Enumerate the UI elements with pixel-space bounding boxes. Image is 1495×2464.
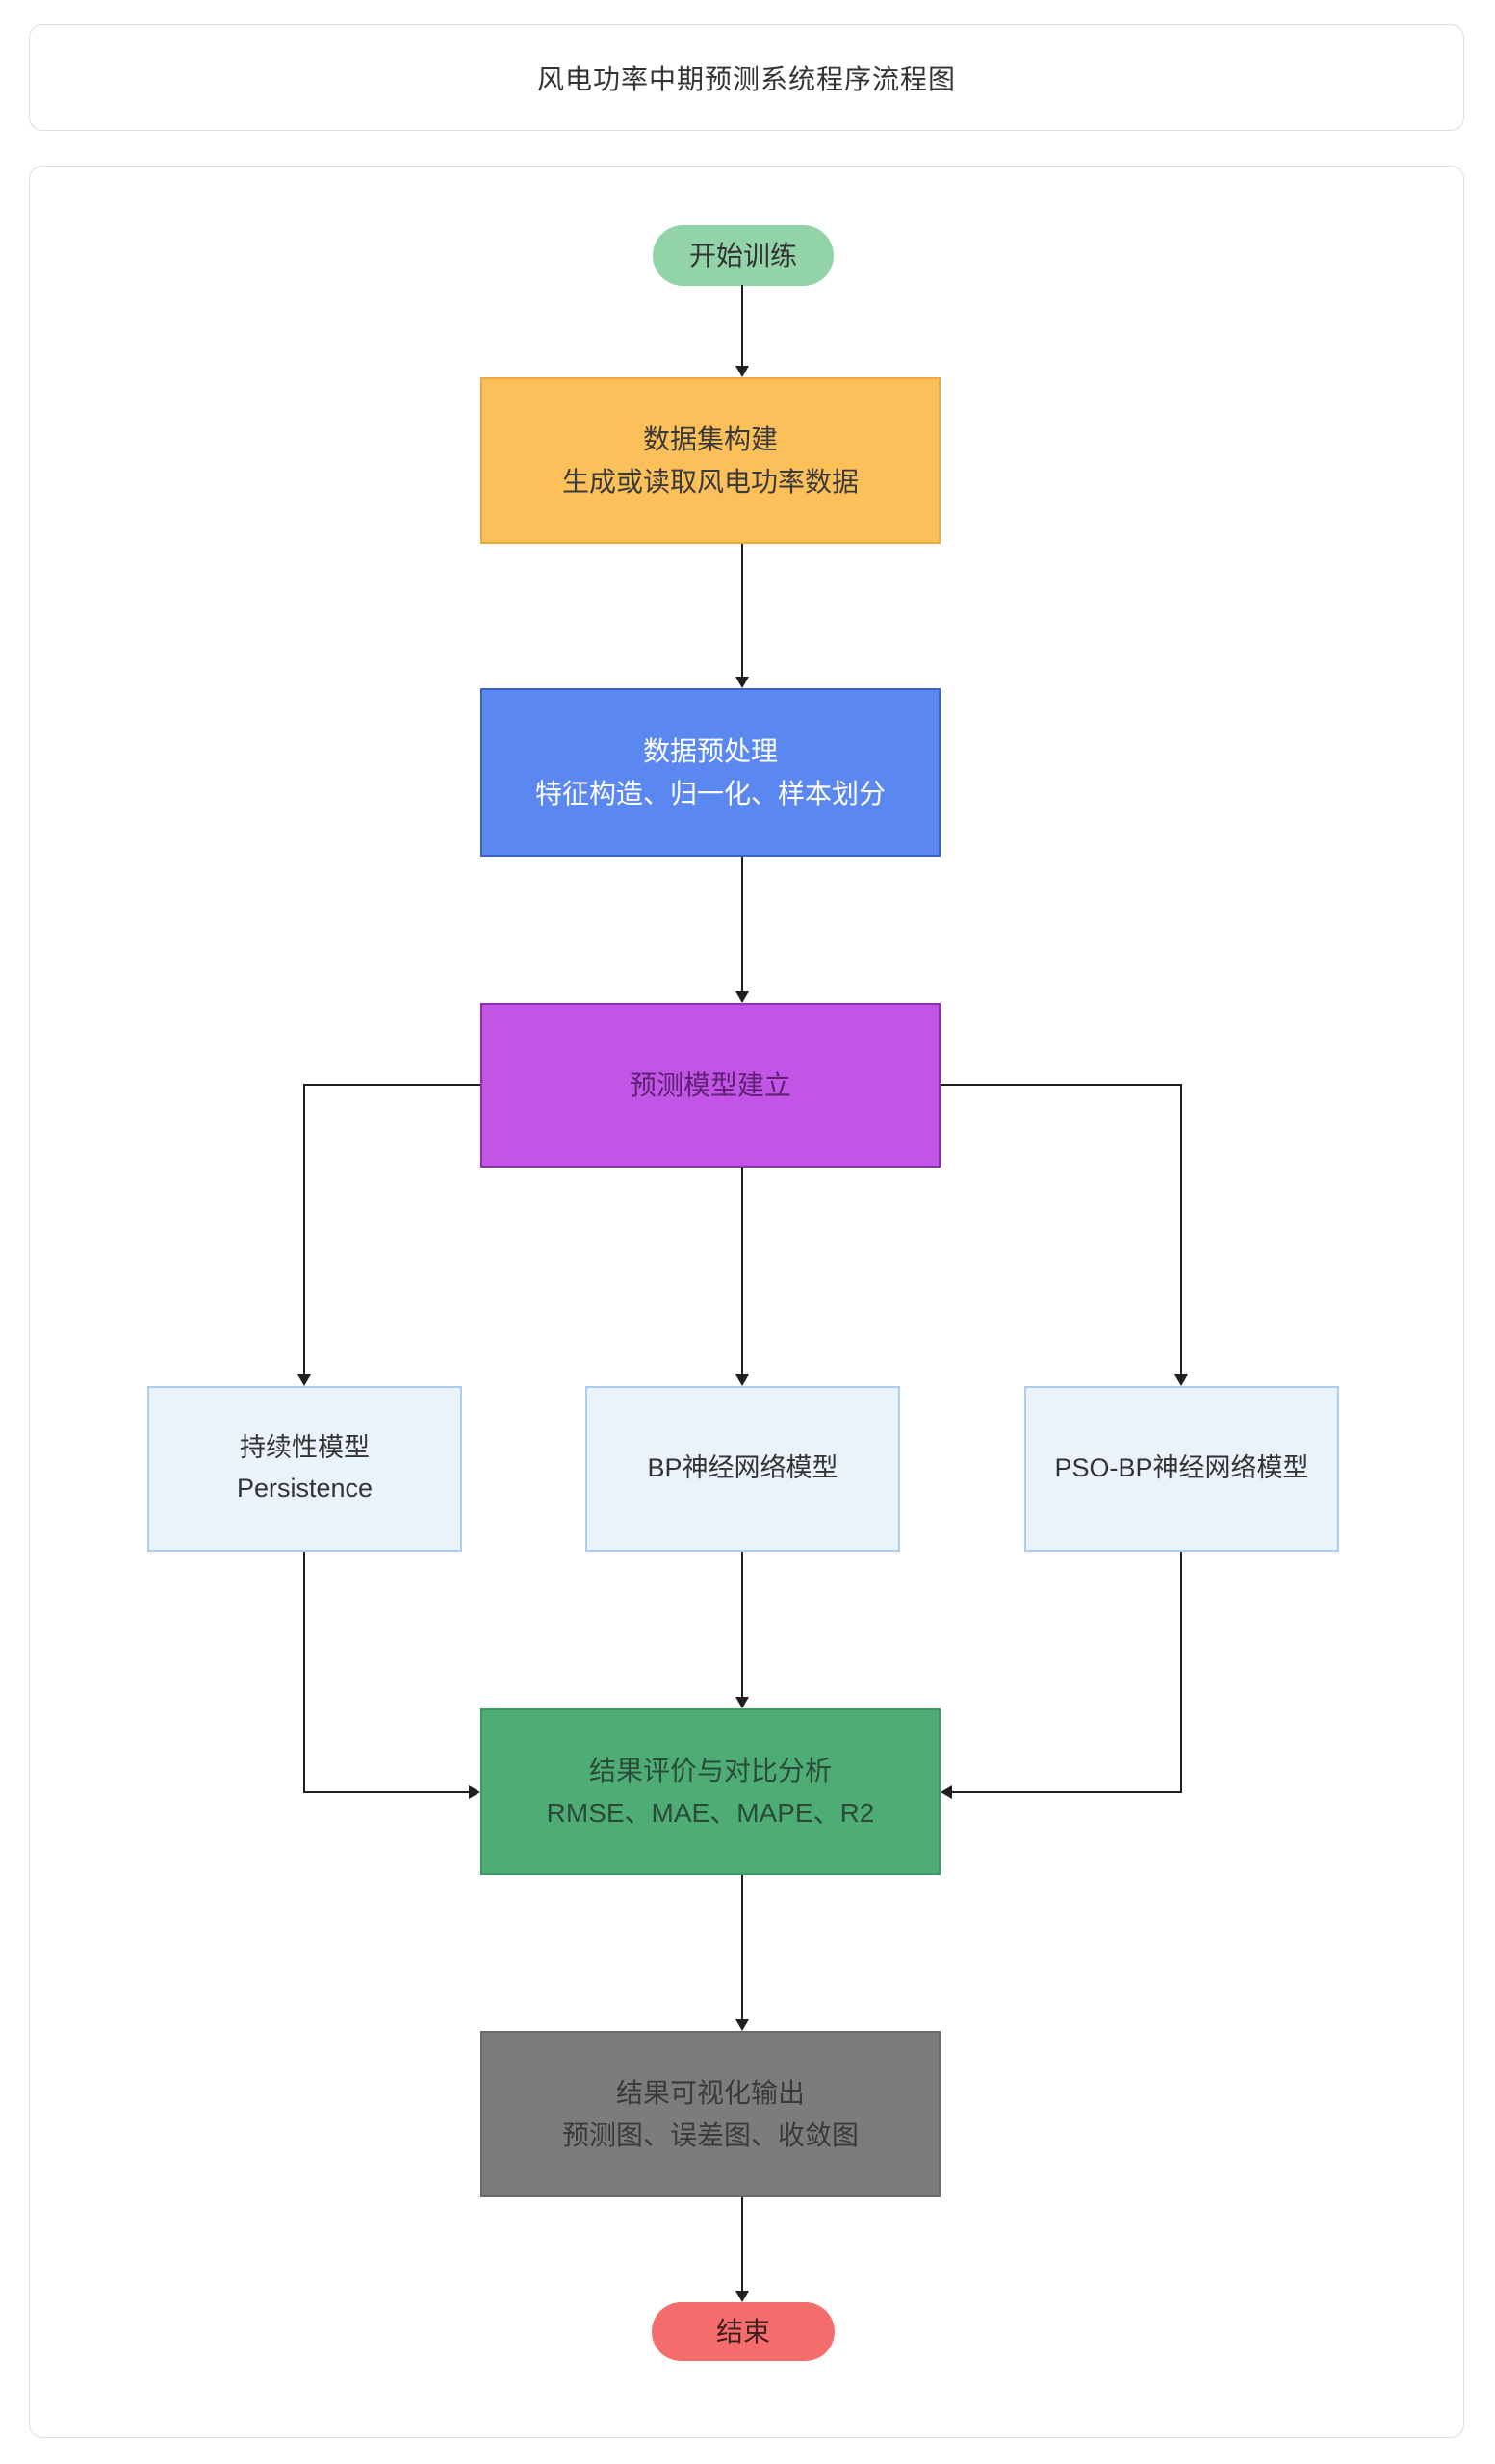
- line-segment: [303, 1084, 305, 1375]
- arrowhead-down-icon: [735, 677, 749, 688]
- line-segment: [303, 1552, 305, 1793]
- visualization-line1: 结果可视化输出: [615, 2078, 805, 2109]
- preprocess-line1: 数据预处理: [642, 736, 778, 767]
- model-building-node: 预测模型建立: [480, 1003, 941, 1168]
- line-segment: [941, 1084, 1181, 1086]
- arrowhead-down-icon: [735, 366, 749, 377]
- start-label: 开始训练: [688, 240, 797, 270]
- arrowhead-down-icon: [735, 1374, 749, 1386]
- arrowhead-left-icon: [941, 1785, 952, 1799]
- line-segment: [741, 1168, 743, 1375]
- line-segment: [741, 1552, 743, 1698]
- end-terminator-node: 结束: [652, 2302, 835, 2361]
- preprocess-line2: 特征构造、归一化、样本划分: [534, 778, 886, 808]
- dataset-line1: 数据集构建: [642, 424, 778, 455]
- dataset-construction-node: 数据集构建 生成或读取风电功率数据: [480, 377, 941, 544]
- line-segment: [741, 544, 743, 678]
- evaluation-line2: RMSE、MAE、MAPE、R2: [546, 1797, 875, 1828]
- arrowhead-down-icon: [1174, 1374, 1188, 1386]
- line-segment: [741, 2197, 743, 2292]
- persistence-model-node: 持续性模型 Persistence: [147, 1386, 462, 1552]
- arrowhead-right-icon: [469, 1785, 480, 1799]
- visualization-line2: 预测图、误差图、收敛图: [561, 2119, 859, 2150]
- line-segment: [1180, 1084, 1182, 1375]
- persistence-line1: 持续性模型: [240, 1433, 370, 1463]
- arrowhead-down-icon: [297, 1374, 311, 1386]
- arrowhead-down-icon: [735, 991, 749, 1003]
- arrowhead-down-icon: [735, 2019, 749, 2031]
- line-segment: [741, 857, 743, 992]
- arrowhead-down-icon: [735, 1697, 749, 1708]
- pso-bp-network-model-node: PSO-BP神经网络模型: [1024, 1386, 1339, 1552]
- line-segment: [1180, 1552, 1182, 1793]
- arrowhead-down-icon: [735, 2291, 749, 2302]
- page-title: 风电功率中期预测系统程序流程图: [536, 64, 956, 94]
- persistence-line2: Persistence: [236, 1474, 374, 1502]
- bp-network-model-node: BP神经网络模型: [585, 1386, 900, 1552]
- dataset-line2: 生成或读取风电功率数据: [561, 466, 859, 497]
- line-segment: [304, 1791, 469, 1793]
- end-label: 结束: [715, 2316, 770, 2347]
- line-segment: [741, 285, 743, 368]
- result-visualization-node: 结果可视化输出 预测图、误差图、收敛图: [480, 2031, 941, 2197]
- title-card: 风电功率中期预测系统程序流程图: [29, 24, 1464, 131]
- modeling-label: 预测模型建立: [629, 1069, 791, 1100]
- line-segment: [952, 1791, 1181, 1793]
- start-terminator-node: 开始训练: [653, 225, 834, 286]
- line-segment: [741, 1875, 743, 2020]
- result-evaluation-node: 结果评价与对比分析 RMSE、MAE、MAPE、R2: [480, 1708, 941, 1875]
- data-preprocessing-node: 数据预处理 特征构造、归一化、样本划分: [480, 688, 941, 857]
- evaluation-line1: 结果评价与对比分析: [588, 1756, 832, 1786]
- line-segment: [304, 1084, 480, 1086]
- psobp-label: PSO-BP神经网络模型: [1054, 1453, 1309, 1483]
- bp-label: BP神经网络模型: [647, 1453, 838, 1483]
